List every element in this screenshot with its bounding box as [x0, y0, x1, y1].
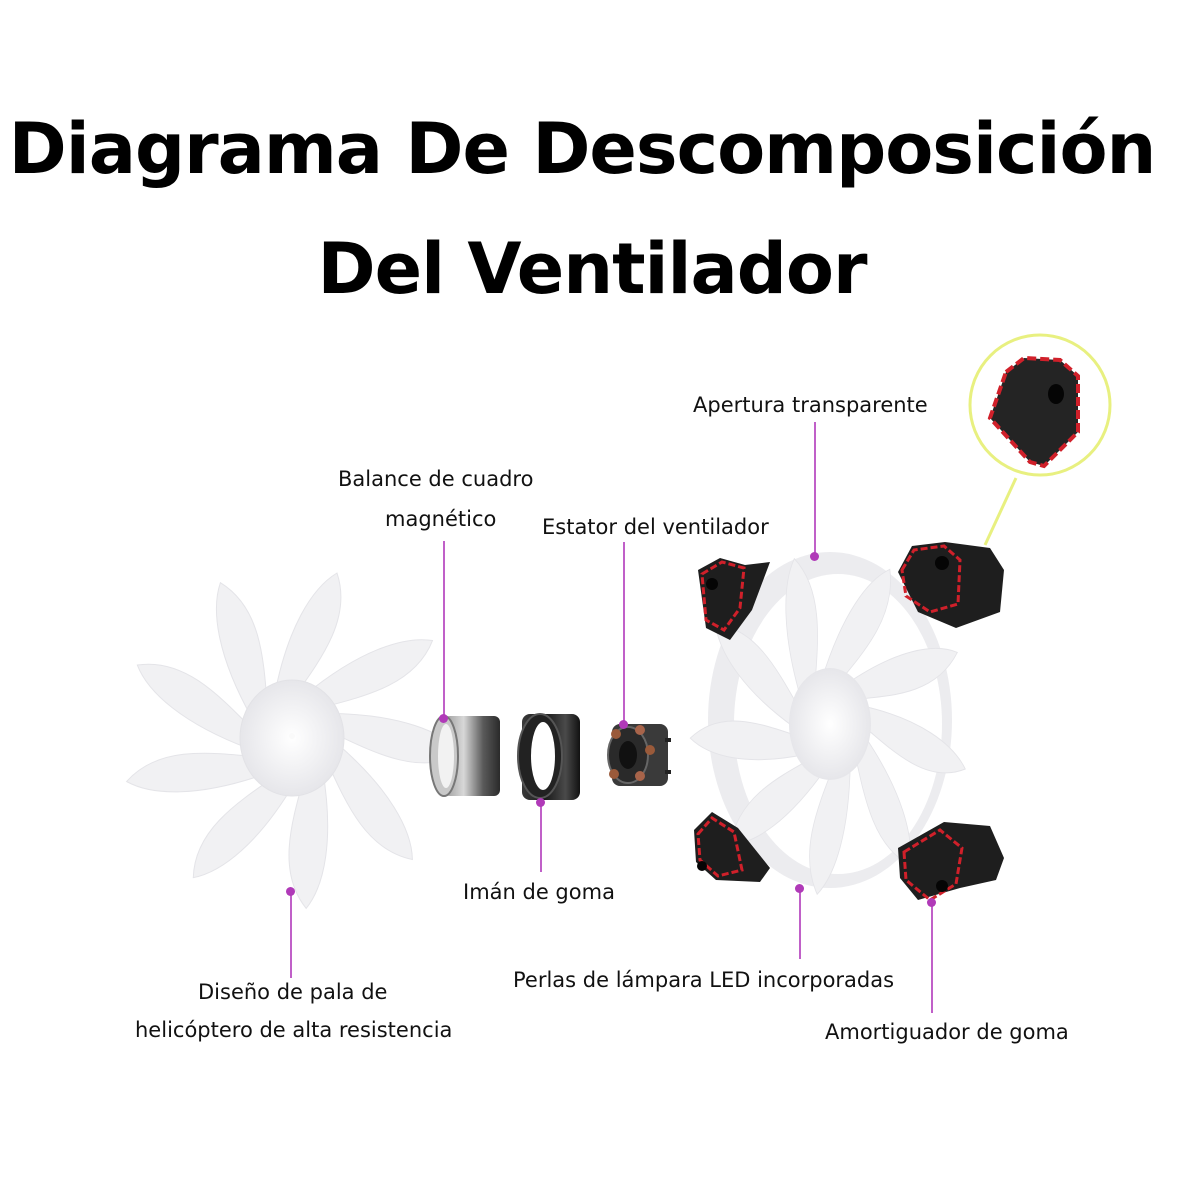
- leader-dot-damper: [927, 898, 936, 907]
- fan-blade-impeller: [124, 572, 464, 911]
- label-led: Perlas de lámpara LED incorporadas: [513, 968, 895, 992]
- label-balance-line-2: magnético: [385, 507, 497, 531]
- label-balance-line-1: Balance de cuadro: [338, 467, 534, 491]
- leader-line-aperture: [814, 422, 816, 556]
- assembled-fan-frame: [688, 542, 1004, 902]
- leader-dot-blade: [286, 887, 295, 896]
- label-blade-line-2: helicóptero de alta resistencia: [135, 1018, 453, 1042]
- leader-line-led: [799, 889, 801, 959]
- label-aperture: Apertura transparente: [693, 393, 928, 417]
- rubber-damper-top-right: [898, 542, 1004, 628]
- rubber-damper-zoom-callout: [968, 333, 1112, 546]
- leader-line-damper: [931, 903, 933, 1013]
- leader-line-blade: [290, 892, 292, 978]
- rubber-damper-bottom-right: [898, 822, 1004, 902]
- rubber-magnet-ring: [517, 713, 580, 800]
- leader-dot-aperture: [810, 552, 819, 561]
- label-damper: Amortiguador de goma: [825, 1020, 1069, 1044]
- leader-dot-stator: [619, 720, 628, 729]
- label-blade-line-1: Diseño de pala de: [198, 980, 388, 1004]
- leader-dot-balance: [439, 714, 448, 723]
- leader-dot-led: [795, 884, 804, 893]
- diagram-title-line-1: Diagrama De Descomposición: [8, 108, 1157, 190]
- label-stator: Estator del ventilador: [542, 515, 769, 539]
- leader-line-balance: [443, 541, 445, 719]
- leader-line-rubber-magnet: [540, 802, 542, 872]
- label-rubber-magnet: Imán de goma: [463, 880, 615, 904]
- leader-line-stator: [623, 542, 625, 724]
- rubber-damper-top-left: [698, 558, 770, 640]
- fan-stator: [607, 724, 671, 786]
- diagram-title-line-2: Del Ventilador: [317, 228, 867, 310]
- rubber-damper-bottom-left: [694, 812, 770, 882]
- magnetic-balance-ring: [429, 715, 500, 797]
- leader-dot-rubber-magnet: [536, 798, 545, 807]
